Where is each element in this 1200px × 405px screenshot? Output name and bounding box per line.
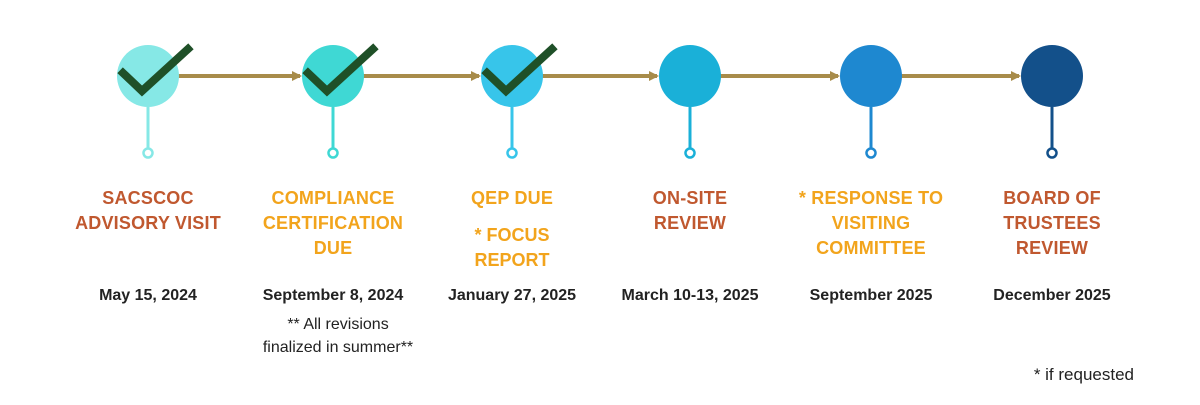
- milestone-title-line: TRUSTEES: [1003, 213, 1101, 233]
- milestone-note-line: finalized in summer**: [262, 339, 414, 356]
- milestone-title-line: VISITING: [831, 213, 911, 233]
- milestone-title-line: REVIEW: [1015, 238, 1089, 258]
- milestone-title-line: REVIEW: [653, 213, 727, 233]
- milestone-title: COMPLIANCE CERTIFICATION DUE: [233, 186, 433, 261]
- milestone-title-line: ADVISORY VISIT: [75, 213, 221, 233]
- milestone-title: SACSCOC ADVISORY VISIT: [48, 186, 248, 236]
- milestone-subtitle-line: * FOCUS: [474, 225, 550, 245]
- milestone-title: ON-SITE REVIEW: [590, 186, 790, 236]
- milestone-note-line: ** All revisions: [287, 316, 389, 333]
- milestone-title-line: ON-SITE: [652, 188, 728, 208]
- timeline-nodes: [117, 43, 1083, 159]
- milestone-circle: [302, 45, 364, 107]
- milestone-dot: [684, 147, 696, 159]
- milestone-6: BOARD OF TRUSTEES REVIEW: [952, 186, 1152, 261]
- milestone-circle: [1021, 45, 1083, 107]
- milestone-node: [1021, 45, 1083, 159]
- milestone-node: [840, 45, 902, 159]
- milestone-4: ON-SITE REVIEW: [590, 186, 790, 236]
- milestone-date: May 15, 2024: [99, 287, 197, 304]
- milestone-title-line: SACSCOC: [102, 188, 194, 208]
- milestone-title-line: BOARD OF: [1003, 188, 1101, 208]
- milestone-2: COMPLIANCE CERTIFICATION DUE: [233, 186, 433, 261]
- milestone-dot: [506, 147, 518, 159]
- milestone-circle: [117, 45, 179, 107]
- milestone-node: [659, 45, 721, 159]
- milestone-node: [481, 43, 558, 159]
- milestone-title: BOARD OF TRUSTEES REVIEW: [952, 186, 1152, 261]
- milestone-dot: [327, 147, 339, 159]
- milestone-title-line: * RESPONSE TO: [798, 188, 944, 208]
- milestone-3: QEP DUE * FOCUS REPORT: [412, 186, 612, 273]
- milestone-circle: [840, 45, 902, 107]
- milestone-title-line: DUE: [313, 238, 353, 258]
- milestone-title-line: CERTIFICATION: [262, 213, 404, 233]
- milestone-node: [302, 43, 379, 159]
- milestone-dot: [865, 147, 877, 159]
- milestone-title-line: QEP DUE: [470, 188, 554, 208]
- milestone-1: SACSCOC ADVISORY VISIT: [48, 186, 248, 236]
- milestone-date: December 2025: [993, 287, 1111, 304]
- milestone-node: [117, 43, 194, 159]
- footnote: * if requested: [1033, 365, 1134, 384]
- milestone-title-line: COMMITTEE: [816, 238, 926, 258]
- milestone-circle: [481, 45, 543, 107]
- checkmark-icon: [481, 43, 558, 97]
- milestone-subtitle-line: REPORT: [474, 250, 550, 270]
- milestone-subtitle: * FOCUS REPORT: [412, 223, 612, 273]
- milestone-date: September 8, 2024: [262, 287, 404, 304]
- milestone-dot: [142, 147, 154, 159]
- milestone-circle: [659, 45, 721, 107]
- milestone-date: March 10-13, 2025: [621, 287, 759, 304]
- milestone-title: * RESPONSE TO VISITING COMMITTEE: [771, 186, 971, 261]
- milestone-dot: [1046, 147, 1058, 159]
- milestone-date: January 27, 2025: [447, 287, 577, 304]
- milestone-date: September 2025: [809, 287, 933, 304]
- milestone-5: * RESPONSE TO VISITING COMMITTEE: [771, 186, 971, 261]
- milestone-title-line: COMPLIANCE: [271, 188, 395, 208]
- checkmark-icon: [302, 43, 379, 97]
- checkmark-icon: [117, 43, 194, 97]
- milestone-title: QEP DUE: [412, 186, 612, 211]
- milestone-note: ** All revisions finalized in summer**: [218, 313, 458, 359]
